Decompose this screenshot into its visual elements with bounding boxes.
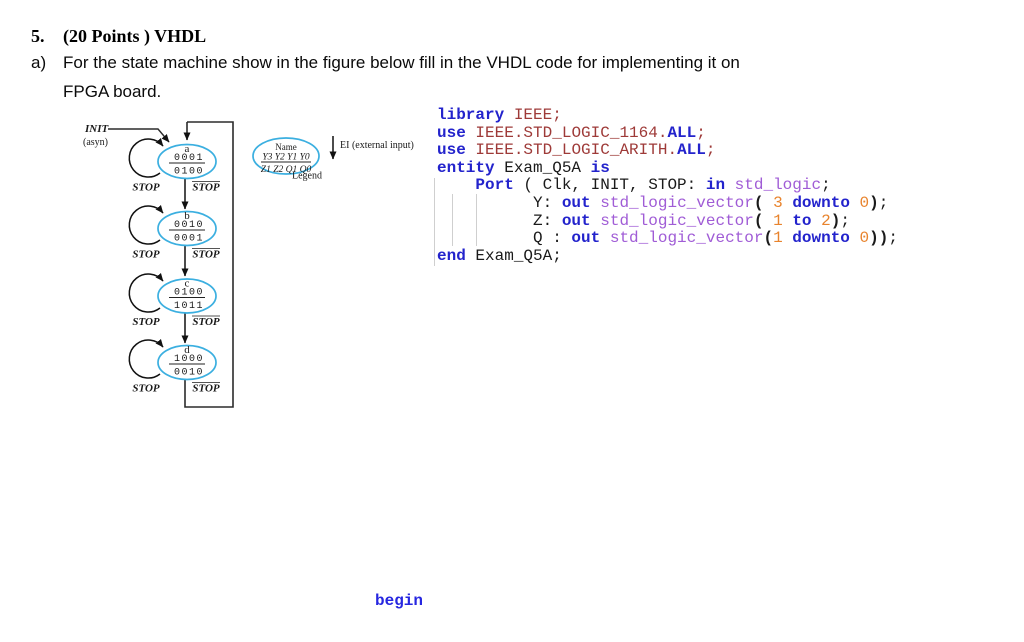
not-stop-label-b: STOP bbox=[192, 248, 220, 261]
svg-text:b: b bbox=[184, 210, 190, 222]
state-b: b 0010 0001 bbox=[157, 210, 217, 247]
svg-text:d: d bbox=[184, 344, 190, 356]
svg-text:0100: 0100 bbox=[174, 288, 204, 299]
legend-caption: Legend bbox=[292, 171, 322, 182]
code-line: use IEEE.STD_LOGIC_ARITH.ALL; bbox=[437, 141, 716, 160]
svg-text:1011: 1011 bbox=[174, 301, 204, 312]
code-line: Z: out std_logic_vector( 1 to 2); bbox=[437, 211, 850, 230]
asyn-label: (asyn) bbox=[83, 137, 108, 148]
table-border-left bbox=[434, 178, 435, 266]
stop-label-d: STOP bbox=[132, 383, 160, 395]
not-stop-label-a: STOP bbox=[192, 181, 220, 194]
state-c: c 0100 1011 bbox=[157, 278, 217, 314]
svg-text:0100: 0100 bbox=[174, 167, 204, 178]
code-line: use IEEE.STD_LOGIC_1164.ALL; bbox=[437, 123, 706, 142]
svg-text:0001: 0001 bbox=[174, 234, 204, 245]
table-border-inner-1 bbox=[452, 194, 453, 246]
code-line: Y: out std_logic_vector( 3 downto 0); bbox=[437, 193, 889, 212]
legend-ellipse bbox=[252, 137, 320, 175]
legend-z-row: Z1 Z2 Q1 Q0 bbox=[261, 165, 312, 175]
legend-name: Name bbox=[275, 142, 297, 152]
question-title: (20 Points ) VHDL bbox=[63, 26, 207, 46]
code-line: Port ( Clk, INIT, STOP: in std_logic; bbox=[475, 176, 831, 195]
stop-label-c: STOP bbox=[132, 316, 160, 328]
not-stop-label-d: STOP bbox=[192, 382, 220, 395]
legend: Name Y3 Y2 Y1 Y0 Z1 Z2 Q1 Q0 Legend EI (… bbox=[252, 136, 414, 182]
begin-keyword: begin bbox=[375, 592, 424, 610]
svg-text:a: a bbox=[185, 143, 190, 155]
item-text-line2: FPGA board. bbox=[63, 82, 162, 101]
stop-label-b: STOP bbox=[132, 249, 160, 261]
state-a: a 0001 0100 bbox=[157, 143, 217, 180]
svg-text:STOP: STOP bbox=[192, 182, 220, 194]
self-loop-c bbox=[128, 272, 164, 313]
svg-text:c: c bbox=[185, 278, 190, 290]
not-stop-label-c: STOP bbox=[192, 315, 220, 328]
feedback-path bbox=[184, 121, 234, 408]
svg-text:1000: 1000 bbox=[174, 354, 204, 365]
item-text-line1: For the state machine show in the figure… bbox=[63, 53, 740, 72]
svg-text:0010: 0010 bbox=[174, 368, 204, 379]
code-line: library IEEE; bbox=[437, 106, 562, 124]
svg-text:0010: 0010 bbox=[174, 220, 204, 231]
table-border-inner-2 bbox=[476, 194, 477, 246]
ei-label: EI (external input) bbox=[340, 140, 414, 151]
svg-text:STOP: STOP bbox=[192, 249, 220, 261]
state-machine-diagram: INIT (asyn) a 0001 0100 b 0010 0001 bbox=[83, 121, 414, 408]
init-label: INIT bbox=[84, 123, 110, 135]
question-number: 5. bbox=[31, 26, 45, 46]
self-loop-a bbox=[128, 137, 164, 178]
svg-text:STOP: STOP bbox=[192, 383, 220, 395]
self-loop-b bbox=[128, 204, 164, 245]
legend-y-row: Y3 Y2 Y1 Y0 bbox=[262, 153, 310, 163]
init-arrow bbox=[108, 128, 170, 143]
svg-text:0001: 0001 bbox=[174, 153, 204, 164]
svg-text:STOP: STOP bbox=[192, 316, 220, 328]
vhdl-code-block: library IEEE;use IEEE.STD_LOGIC_1164.ALL… bbox=[437, 106, 898, 265]
code-line: entity Exam_Q5A is bbox=[437, 158, 610, 177]
self-loop-d bbox=[128, 338, 164, 379]
code-line: Q : out std_logic_vector(1 downto 0)); bbox=[437, 229, 898, 248]
item-label: a) bbox=[31, 53, 47, 72]
stop-label-a: STOP bbox=[132, 182, 160, 194]
state-d: d 1000 0010 bbox=[157, 344, 217, 381]
code-line: end Exam_Q5A; bbox=[437, 246, 562, 265]
